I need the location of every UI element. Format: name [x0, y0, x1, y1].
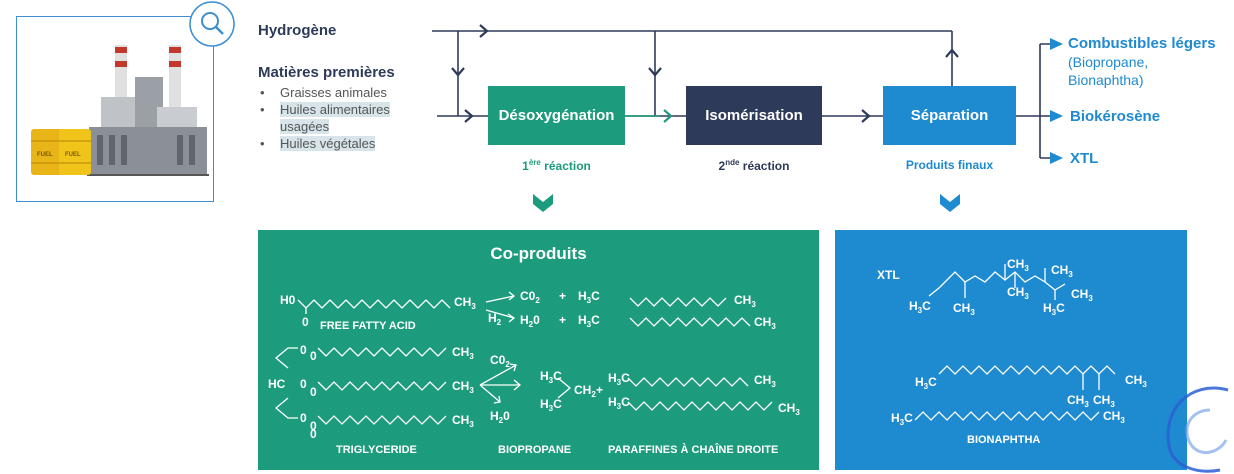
output-light-fuels: Combustibles légers — [1068, 35, 1216, 52]
svg-text:CH3: CH3 — [452, 345, 474, 361]
feedstock-item: Huiles alimentaires usagées — [260, 101, 426, 135]
hydrogen-label: Hydrogène — [258, 22, 337, 39]
svg-text:0: 0 — [310, 349, 317, 363]
fuel-label-1: FUEL — [37, 152, 53, 158]
svg-text:H3C: H3C — [608, 395, 630, 411]
svg-text:CH3: CH3 — [1125, 373, 1147, 389]
svg-text:H3C: H3C — [608, 371, 630, 387]
step-caption-2: 2nde réaction — [718, 158, 790, 173]
paraffins-label: PARAFFINES À CHAÎNE DROITE — [608, 444, 779, 456]
svg-text:CH3: CH3 — [778, 401, 800, 417]
chevron-down-icon — [533, 194, 553, 212]
svg-text:0: 0 — [310, 419, 317, 433]
svg-text:H3C: H3C — [891, 411, 913, 427]
svg-text:0: 0 — [302, 315, 309, 329]
svg-text:CH3: CH3 — [1007, 285, 1029, 301]
feedstock-label: Matières premières — [258, 64, 395, 81]
svg-text:CH3: CH3 — [754, 373, 776, 389]
svg-text:0: 0 — [300, 411, 307, 425]
svg-text:H3C: H3C — [540, 369, 562, 385]
coproducts-panel: Co-produits — [258, 230, 819, 470]
fuel-label-2: FUEL — [65, 152, 81, 158]
svg-text:CH3: CH3 — [1007, 257, 1029, 273]
svg-text:H3C: H3C — [578, 313, 600, 329]
svg-text:CH3: CH3 — [953, 301, 975, 317]
factory-illustration-frame: FUEL FUEL — [16, 16, 214, 202]
free-fatty-acid-label: FREE FATTY ACID — [320, 320, 416, 332]
bionaphtha-label: BIONAPHTHA — [967, 434, 1041, 446]
triglyceride-label: TRIGLYCERIDE — [336, 444, 417, 456]
step-isomerisation: Isomérisation — [686, 86, 822, 145]
feedstock-item: Huiles végétales — [260, 135, 426, 152]
svg-text:CH2: CH2 — [574, 383, 596, 399]
svg-text:+: + — [559, 289, 566, 303]
svg-text:0: 0 — [300, 377, 307, 391]
svg-text:H3C: H3C — [1043, 301, 1065, 317]
feedstock-list: Graisses animales Huiles alimentaires us… — [256, 84, 426, 152]
magnifier-icon — [188, 0, 236, 48]
output-xtl: XTL — [1070, 150, 1099, 167]
svg-text:H3C: H3C — [540, 397, 562, 413]
svg-text:CH3: CH3 — [754, 315, 776, 331]
final-products-structures: H3C CH3 CH3 CH3 CH3 H3C CH3 H3C CH3 CH3 … — [891, 257, 1147, 427]
svg-text:CH3: CH3 — [452, 379, 474, 395]
svg-text:0: 0 — [310, 385, 317, 399]
svg-text:+: + — [559, 313, 566, 327]
svg-text:CH3: CH3 — [734, 293, 756, 309]
factory-illustration: FUEL FUEL — [31, 45, 209, 176]
svg-text:0: 0 — [300, 343, 307, 357]
step-separation: Séparation — [883, 86, 1016, 145]
step-deoxygenation: Désoxygénation — [488, 86, 625, 145]
decorative-swoosh-icon — [1166, 386, 1229, 473]
output-biokerosene: Biokérosène — [1070, 108, 1161, 125]
svg-text:CH3: CH3 — [454, 295, 476, 311]
coproducts-title: Co-produits — [490, 244, 587, 263]
svg-text:CH3: CH3 — [1051, 263, 1073, 279]
svg-text:H20: H20 — [490, 409, 510, 425]
svg-text:CH3: CH3 — [1071, 287, 1093, 303]
step-caption-1: 1ère réaction — [522, 158, 591, 173]
svg-text:H3C: H3C — [909, 299, 931, 315]
coproducts-structures: H0 CH3 0 C02 + H3C CH3 H2 H20 + H3C CH3 … — [268, 289, 800, 441]
chevron-down-icon — [940, 194, 960, 212]
svg-text:C02: C02 — [520, 289, 540, 305]
output-light-fuels-detail-1: (Biopropane, — [1068, 54, 1149, 70]
svg-text:H3C: H3C — [578, 289, 600, 305]
xtl-structure-label: XTL — [877, 268, 900, 282]
svg-text:+: + — [596, 383, 603, 397]
biopropane-label: BIOPROPANE — [498, 444, 572, 456]
svg-text:CH3: CH3 — [1103, 409, 1125, 425]
output-light-fuels-detail-2: Bionaphtha) — [1068, 72, 1144, 88]
svg-text:H3C: H3C — [915, 375, 937, 391]
svg-text:0: 0 — [310, 427, 317, 441]
svg-text:C02: C02 — [490, 353, 510, 369]
svg-text:H0: H0 — [280, 293, 296, 307]
feedstock-item: Graisses animales — [260, 84, 426, 101]
svg-text:HC: HC — [268, 377, 286, 391]
svg-text:CH3: CH3 — [1093, 393, 1115, 409]
svg-text:CH3: CH3 — [1067, 393, 1089, 409]
svg-text:CH3: CH3 — [452, 413, 474, 429]
final-products-panel: XTL H3C CH3 CH3 CH3 CH3 H3C CH3 H3C CH3 … — [835, 230, 1187, 470]
step-caption-3: Produits finaux — [905, 158, 994, 172]
svg-text:H20: H20 — [520, 313, 540, 329]
